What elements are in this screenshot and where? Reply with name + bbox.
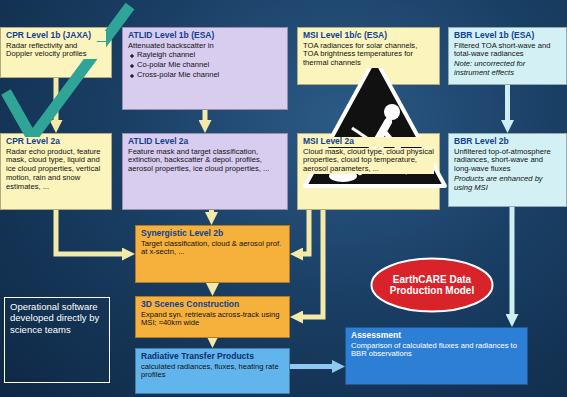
box-body: Rayleigh channel: [128, 51, 282, 60]
process-box: Synergistic Level 2bTarget classificatio…: [135, 225, 290, 283]
box-body: Products are enhanced by using MSI: [454, 175, 561, 192]
title-ellipse: EarthCARE Data Production Model: [370, 257, 494, 313]
box-heading: Assessment: [351, 331, 522, 341]
process-box: CPR Level 2aRadar echo product, feature …: [0, 133, 112, 210]
flow-arrow: [510, 207, 515, 319]
flow-arrow: [210, 338, 215, 340]
flow-arrow: [298, 210, 309, 254]
box-heading: MSI Level 2a: [303, 137, 434, 147]
box-body: calculated radiances, fluxes, heating ra…: [141, 363, 284, 380]
box-heading: MSI Level 1b/c (ESA): [303, 31, 434, 41]
box-body: Expand syn. retrievals across-track usin…: [141, 311, 284, 328]
flow-arrow: [209, 210, 214, 217]
process-box: 3D Scenes ConstructionExpand syn. retrie…: [135, 296, 290, 338]
box-body: TOA radiances for solar channels, TOA br…: [303, 42, 434, 68]
flow-arrow: [366, 85, 371, 125]
box-heading: BBR Level 2b: [454, 137, 561, 147]
box-heading: CPR Level 1b (JAXA): [6, 31, 106, 41]
box-heading: Radiative Transfer Products: [141, 352, 284, 362]
process-box: ATLID Level 2aFeature mask and target cl…: [122, 133, 288, 210]
box-body: Feature mask and target classification, …: [128, 148, 282, 174]
box-body: Cross-polar Mie channel: [128, 71, 282, 80]
box-body: Filtered TOA short-wave and total-wave r…: [454, 42, 561, 59]
diagram-title: EarthCARE Data Production Model: [386, 274, 478, 297]
process-box: AssessmentComparison of calculated fluxe…: [345, 327, 528, 385]
process-box: MSI Level 2aCloud mask, cloud type, clou…: [297, 133, 440, 210]
flow-arrow: [210, 283, 215, 288]
flow-arrow: [203, 110, 208, 125]
box-heading: ATLID Level 2a: [128, 137, 282, 147]
box-heading: 3D Scenes Construction: [141, 300, 284, 310]
process-box: Radiative Transfer Productscalculated ra…: [135, 348, 290, 394]
box-heading: Synergistic Level 2b: [141, 229, 284, 239]
box-body: Target classification, cloud & aerosol p…: [141, 240, 284, 257]
box-body: Note: uncorrected for instrument effects: [454, 60, 561, 77]
box-body: Radar reflectivity and Doppler velocity …: [6, 42, 106, 59]
flow-arrow: [298, 210, 323, 317]
box-body: Co-polar Mie channel: [128, 61, 282, 70]
box-body: Unfiltered top-of-atmosphere radiances, …: [454, 148, 561, 174]
check-mark: [6, 6, 130, 138]
note-box: Operational software developed directly …: [4, 297, 110, 383]
flow-arrow: [56, 210, 127, 254]
process-box: CPR Level 1b (JAXA)Radar reflectivity an…: [0, 27, 112, 78]
flow-arrow: [290, 364, 337, 369]
construction-sign: [305, 58, 445, 186]
box-body: Attenuated backscatter in: [128, 42, 282, 51]
flow-arrow: [54, 78, 59, 125]
box-heading: BBR Level 1b (ESA): [454, 31, 561, 41]
box-body: Radar echo product, feature mask, cloud …: [6, 148, 106, 192]
process-box: ATLID Level 1b (ESA)Attenuated backscatt…: [122, 27, 288, 110]
process-box: BBR Level 2bUnfiltered top-of-atmosphere…: [448, 133, 567, 207]
box-body: Cloud mask, cloud type, cloud physical p…: [303, 148, 434, 174]
ellipse-shape: [372, 259, 493, 312]
box-body: Comparison of calculated fluxes and radi…: [351, 342, 522, 359]
process-box: BBR Level 1b (ESA)Filtered TOA short-wav…: [448, 27, 567, 85]
box-heading: CPR Level 2a: [6, 137, 106, 147]
flow-arrow: [505, 85, 510, 125]
box-heading: ATLID Level 1b (ESA): [128, 31, 282, 41]
process-box: MSI Level 1b/c (ESA)TOA radiances for so…: [297, 27, 440, 85]
note-text: Operational software developed directly …: [10, 301, 104, 335]
